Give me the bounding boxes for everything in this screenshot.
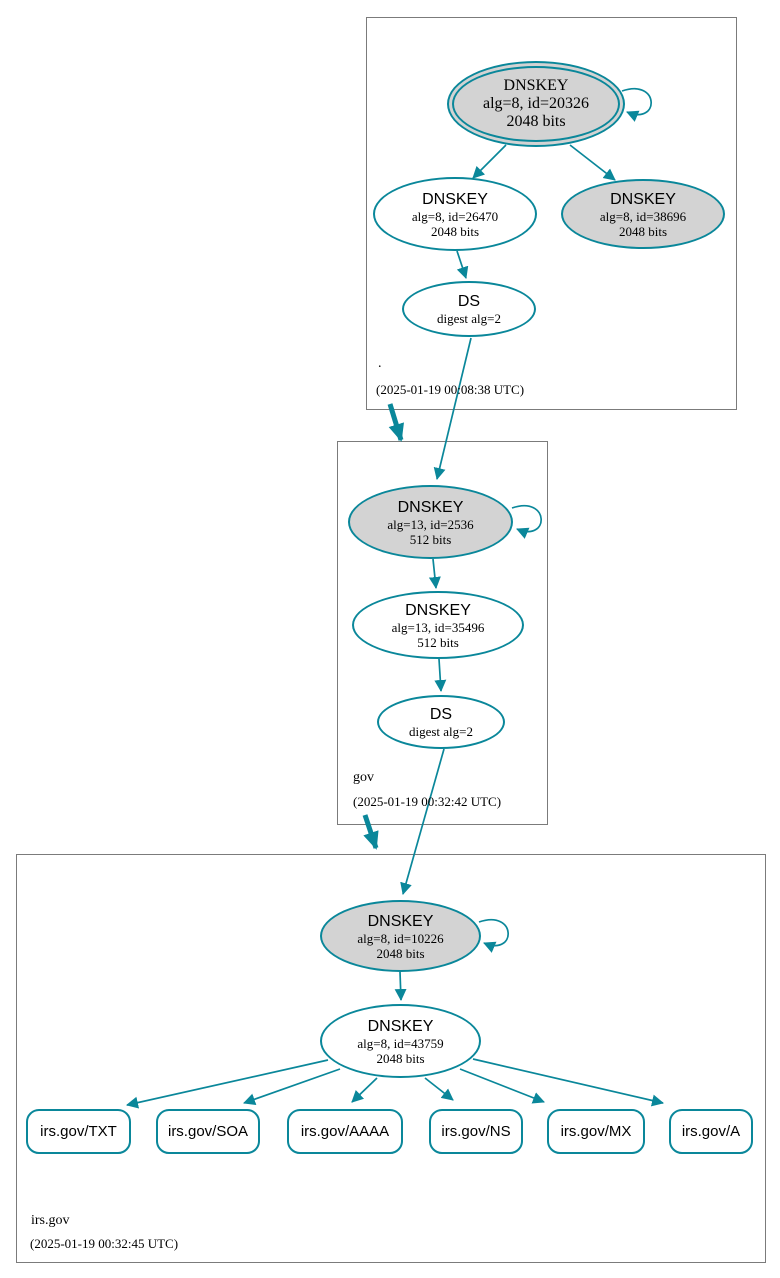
dnskey-node-2536-ksk: DNSKEY alg=13, id=2536 512 bits bbox=[348, 485, 513, 559]
edge-irs-zsk-to-aaaa bbox=[351, 1077, 378, 1103]
dnskey-node-20326-ksk: DNSKEY alg=8, id=20326 2048 bits bbox=[447, 61, 625, 147]
dnskey-node-38696: DNSKEY alg=8, id=38696 2048 bits bbox=[561, 179, 725, 249]
edge-irs-zsk-to-soa bbox=[243, 1068, 341, 1105]
dnskey-node-20326-inner: DNSKEY alg=8, id=20326 2048 bits bbox=[452, 66, 620, 142]
node-title: DNSKEY bbox=[405, 601, 471, 619]
node-bits: 512 bits bbox=[409, 531, 452, 547]
node-bits: 512 bits bbox=[417, 634, 459, 650]
zone-timestamp-irs-gov: (2025-01-19 00:32:45 UTC) bbox=[30, 1236, 179, 1251]
rrset-label: irs.gov/AAAA bbox=[300, 1123, 390, 1140]
edge-gov-ksk-to-zsk bbox=[428, 558, 441, 589]
node-title: DNSKEY bbox=[503, 77, 569, 94]
edge-gov-ksk-selfloop bbox=[511, 505, 542, 539]
edge-irs-zsk-to-txt bbox=[126, 1059, 329, 1109]
ds-node-gov: DS digest alg=2 bbox=[377, 695, 505, 749]
edge-irs-ksk-to-zsk bbox=[394, 971, 407, 1001]
rrset-label: irs.gov/TXT bbox=[40, 1123, 117, 1140]
rrset-label: irs.gov/NS bbox=[441, 1123, 511, 1140]
edge-gov-ds-to-irs-ksk bbox=[400, 748, 445, 895]
rrset-irs-gov-ns: irs.gov/NS bbox=[429, 1109, 523, 1154]
node-bits: 2048 bits bbox=[506, 113, 566, 130]
node-title: DNSKEY bbox=[422, 190, 488, 208]
rrset-label: irs.gov/A bbox=[681, 1123, 741, 1140]
rrset-irs-gov-aaaa: irs.gov/AAAA bbox=[287, 1109, 403, 1154]
edge-root-zsk-to-ds bbox=[456, 250, 469, 279]
node-title: DNSKEY bbox=[367, 1017, 434, 1035]
node-title: DNSKEY bbox=[397, 498, 464, 516]
node-alg-id: alg=8, id=26470 bbox=[411, 208, 499, 224]
edge-root-ksk-to-dnskey-38696 bbox=[569, 144, 616, 181]
dnskey-node-43759: DNSKEY alg=8, id=43759 2048 bits bbox=[320, 1004, 481, 1078]
zone-name-root: . bbox=[378, 356, 382, 371]
node-alg-id: alg=8, id=38696 bbox=[599, 208, 687, 224]
rrset-irs-gov-a: irs.gov/A bbox=[669, 1109, 753, 1154]
dnskey-node-26470: DNSKEY alg=8, id=26470 2048 bits bbox=[373, 177, 537, 251]
edge-delegation-root-to-gov bbox=[387, 403, 404, 442]
edge-irs-zsk-to-a bbox=[472, 1058, 664, 1107]
node-title: DS bbox=[429, 706, 453, 723]
node-bits: 2048 bits bbox=[376, 1050, 425, 1066]
node-bits: 2048 bits bbox=[430, 223, 480, 239]
node-bits: 2048 bits bbox=[376, 945, 425, 961]
rrset-irs-gov-soa: irs.gov/SOA bbox=[156, 1109, 260, 1154]
node-alg-id: alg=8, id=10226 bbox=[357, 930, 444, 946]
rrset-irs-gov-mx: irs.gov/MX bbox=[547, 1109, 645, 1154]
node-alg-id: alg=13, id=35496 bbox=[391, 619, 485, 635]
node-bits: 2048 bits bbox=[618, 223, 668, 239]
rrset-label: irs.gov/SOA bbox=[167, 1123, 249, 1140]
edge-root-ds-to-gov-ksk bbox=[433, 337, 472, 480]
rrset-label: irs.gov/MX bbox=[560, 1123, 632, 1140]
dnskey-node-10226-ksk: DNSKEY alg=8, id=10226 2048 bits bbox=[320, 900, 481, 972]
zone-name-gov: gov bbox=[353, 770, 374, 785]
edge-root-ksk-to-zsk bbox=[472, 144, 507, 179]
edge-irs-ksk-selfloop bbox=[478, 919, 509, 953]
edge-gov-zsk-to-ds bbox=[434, 658, 447, 692]
ds-node-root: DS digest alg=2 bbox=[402, 281, 536, 337]
node-alg-id: alg=8, id=43759 bbox=[357, 1035, 444, 1051]
zone-name-irs-gov: irs.gov bbox=[31, 1213, 70, 1228]
edge-root-ksk-selfloop bbox=[621, 88, 652, 122]
edge-delegation-gov-to-irs bbox=[362, 814, 379, 850]
edge-irs-zsk-to-ns bbox=[424, 1077, 454, 1101]
node-title: DNSKEY bbox=[367, 912, 434, 930]
edge-irs-zsk-to-mx bbox=[459, 1068, 545, 1104]
node-alg-id: alg=8, id=20326 bbox=[482, 95, 590, 112]
node-digest: digest alg=2 bbox=[436, 311, 502, 326]
zone-timestamp-gov: (2025-01-19 00:32:42 UTC) bbox=[353, 794, 502, 809]
node-alg-id: alg=13, id=2536 bbox=[387, 516, 474, 532]
dnskey-node-35496: DNSKEY alg=13, id=35496 512 bits bbox=[352, 591, 524, 659]
node-digest: digest alg=2 bbox=[408, 724, 474, 739]
rrset-irs-gov-txt: irs.gov/TXT bbox=[26, 1109, 131, 1154]
node-title: DS bbox=[457, 293, 481, 310]
zone-timestamp-root: (2025-01-19 00:08:38 UTC) bbox=[376, 382, 525, 397]
node-title: DNSKEY bbox=[610, 190, 676, 208]
